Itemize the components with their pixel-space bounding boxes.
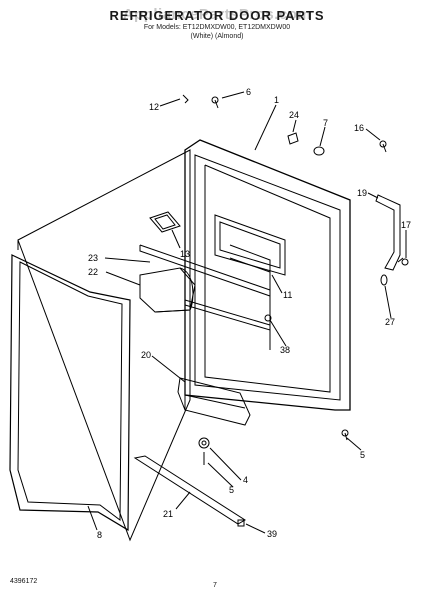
door-bin (177, 377, 251, 426)
screw-17 (401, 258, 409, 266)
callout-17: 17 (401, 220, 411, 230)
door-breaker-strip (133, 455, 246, 525)
callout-22: 22 (88, 267, 98, 277)
callout-20: 20 (141, 350, 151, 360)
callout-38: 38 (280, 345, 290, 355)
callout-23: 23 (88, 253, 98, 263)
callout-6: 6 (246, 87, 251, 97)
callout-21: 21 (163, 509, 173, 519)
plug-24 (287, 132, 299, 145)
door-outer-panel (17, 149, 191, 542)
color-line: (White) (Almond) (190, 33, 244, 40)
callout-16: 16 (354, 123, 364, 133)
callout-5-lower: 5 (229, 485, 234, 495)
cap-7 (313, 146, 325, 156)
screw-6 (211, 96, 219, 104)
spring-12 (182, 94, 189, 104)
callout-11: 11 (283, 290, 292, 300)
door-gasket (9, 254, 131, 532)
callout-24: 24 (289, 110, 299, 120)
diagram-title: REFRIGERATOR DOOR PARTS (109, 8, 325, 23)
callout-8: 8 (97, 530, 102, 540)
dairy-lid (149, 211, 181, 233)
callout-13: 13 (180, 249, 190, 259)
callout-19: 19 (357, 188, 367, 198)
callout-7: 7 (323, 118, 328, 128)
screw-16 (379, 140, 387, 148)
models-line: For Models: ET12DMXDW00, ET12DMXDW00 (143, 24, 291, 31)
page-number: 7 (213, 582, 217, 589)
dairy-compartment (214, 214, 286, 276)
callout-5-right: 5 (360, 450, 365, 460)
shelf-bar-lower (184, 299, 271, 331)
stop-4 (198, 437, 210, 449)
screw-5-right (341, 429, 349, 437)
screw-39 (237, 519, 245, 527)
callout-39: 39 (267, 529, 277, 539)
callout-4: 4 (243, 475, 248, 485)
part-number: 4396172 (10, 578, 38, 585)
spacer-27 (380, 274, 388, 286)
callout-12: 12 (149, 102, 159, 112)
callout-1: 1 (274, 95, 279, 105)
shelf-bar-upper (139, 244, 271, 297)
watermark: AppliancePartsPros.com (122, 6, 312, 23)
callout-27: 27 (385, 317, 395, 327)
callout-labels: 12 6 1 24 7 16 19 17 27 13 23 22 11 38 2… (88, 87, 411, 540)
hinge-bar (375, 194, 401, 271)
bracket-38 (264, 314, 272, 322)
